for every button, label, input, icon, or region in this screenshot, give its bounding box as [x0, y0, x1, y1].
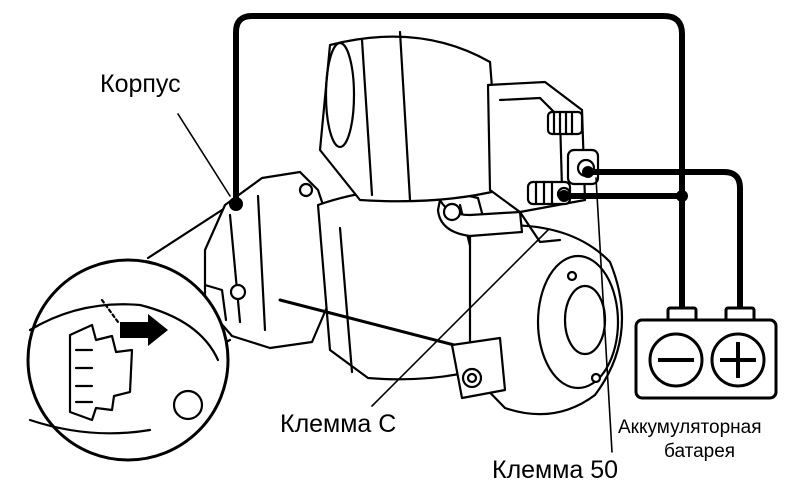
- wire-cross-dot: [676, 190, 688, 202]
- minus-icon: [648, 332, 704, 388]
- starter-motor: [203, 30, 624, 416]
- klemma-50-label: Клемма 50: [492, 456, 619, 484]
- pinion-housing: [28, 303, 220, 435]
- klemma-c-label: Клемма С: [280, 410, 397, 438]
- solenoid-body: [318, 35, 502, 203]
- end-frame-face: [536, 254, 620, 390]
- wire-junctions: [229, 166, 688, 211]
- mounting-bolt-inner: [466, 372, 478, 384]
- end-frame-screw-2: [566, 270, 578, 282]
- leader-lines: [177, 113, 613, 453]
- drive-housing: [203, 170, 334, 350]
- bracket-hole: [442, 202, 462, 222]
- battery-label-line2: батарея: [664, 441, 736, 462]
- ground-junction-dot: [229, 197, 243, 211]
- pinion-shaft: [172, 389, 204, 421]
- pinion-arrow-icon: [120, 314, 168, 346]
- solenoid-cover-step: [498, 96, 564, 190]
- klemma-50-leader: [595, 177, 613, 453]
- mounting-lug: [450, 336, 507, 400]
- end-frame: [468, 224, 624, 416]
- terminal-30-stud: [566, 148, 600, 186]
- plus-icon: [710, 332, 766, 388]
- housing-bolt-hole: [229, 283, 247, 301]
- terminal-30-junction-dot: [582, 166, 594, 178]
- battery-label-line1: Аккумуляторная: [618, 417, 762, 438]
- positive-wire: [585, 169, 743, 315]
- battery: [634, 306, 778, 400]
- housing-bolt-hole-2: [298, 182, 314, 198]
- korpus-leader: [177, 113, 231, 197]
- pinion-detail: [26, 208, 232, 462]
- solenoid-ribs: [360, 30, 412, 202]
- terminal-c-lead: [518, 210, 562, 244]
- solenoid-rear: [324, 41, 356, 149]
- terminal-50-junction-dot: [558, 190, 570, 202]
- end-frame-screw: [590, 372, 602, 384]
- ground-wire: [233, 13, 685, 315]
- wiring: [233, 13, 743, 315]
- klemma-c-leader: [371, 229, 549, 407]
- drive-housing-flange: [203, 194, 267, 332]
- pinion-gear: [68, 323, 134, 422]
- korpus-label: Корпус: [100, 70, 181, 98]
- pinion-teeth: [74, 348, 94, 404]
- pinion-arrow-tail: [100, 298, 120, 324]
- terminal-top-stud: [546, 110, 584, 136]
